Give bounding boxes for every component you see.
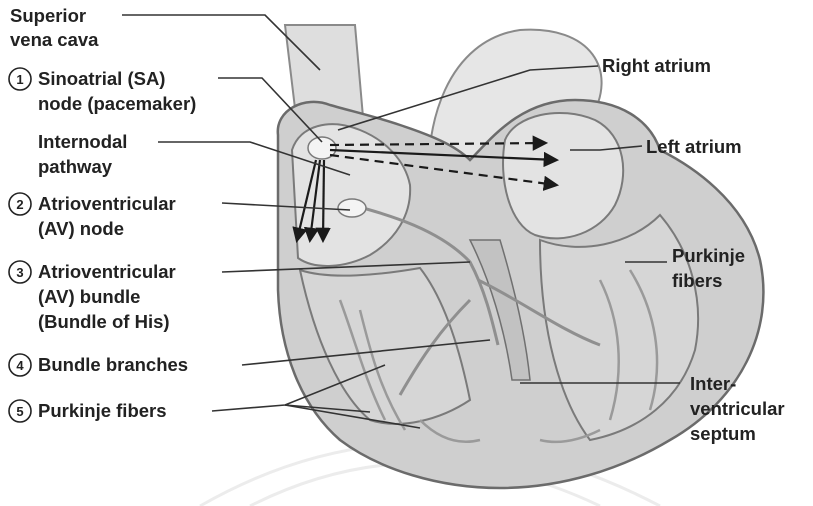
svg-text:1: 1 — [16, 72, 23, 87]
label-bundle-branches: Bundle branches — [38, 354, 188, 375]
badge-av-node: 2 — [9, 193, 31, 215]
label-interventricular-septum: Inter- ventricular septum — [690, 373, 790, 444]
label-internodal-pathway: Internodal pathway — [38, 131, 133, 177]
label-right-atrium: Right atrium — [602, 55, 711, 76]
label-av-node: Atrioventricular (AV) node — [38, 193, 181, 239]
badge-purkinje-fibers: 5 — [9, 400, 31, 422]
label-av-bundle: Atrioventricular (AV) bundle (Bundle of … — [38, 261, 181, 332]
label-left-atrium: Left atrium — [646, 136, 742, 157]
av-node — [338, 199, 366, 217]
label-superior-vena-cava: Superior vena cava — [10, 5, 99, 50]
svg-text:5: 5 — [16, 404, 23, 419]
label-purkinje-fibers-left: Purkinje fibers — [38, 400, 167, 421]
label-sa-node: Sinoatrial (SA) node (pacemaker) — [38, 68, 196, 114]
badge-sa-node: 1 — [9, 68, 31, 90]
svg-text:3: 3 — [16, 265, 23, 280]
svg-text:4: 4 — [16, 358, 24, 373]
left-atrium-chamber — [503, 113, 623, 238]
svg-text:2: 2 — [16, 197, 23, 212]
badge-av-bundle: 3 — [9, 261, 31, 283]
badge-bundle-branches: 4 — [9, 354, 31, 376]
